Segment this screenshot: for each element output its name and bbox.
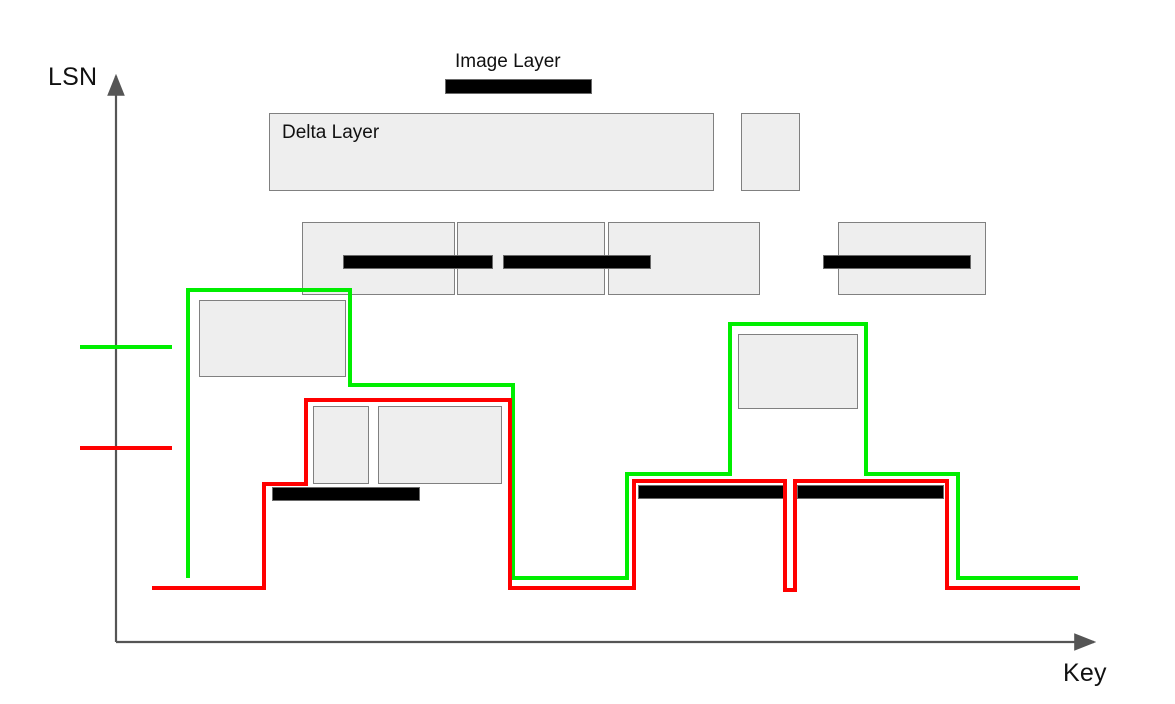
- image-layer-bar-row2-left: [343, 255, 493, 269]
- green-lsn-curve: [186, 288, 1078, 580]
- delta-layer-wide-box: [269, 113, 714, 191]
- green-lsn-tick: [80, 345, 172, 349]
- image-layer-bar-row2-right: [823, 255, 971, 269]
- red-lsn-tick: [80, 446, 172, 450]
- red-lsn-curve: [152, 398, 1080, 592]
- image-layer-caption: Image Layer: [455, 51, 561, 72]
- delta-layer-narrow-box: [741, 113, 800, 191]
- image-layer-bar-row2-mid: [503, 255, 651, 269]
- layer-box-green-right: [738, 334, 858, 409]
- layer-box-red-narrow: [313, 406, 369, 484]
- delta-layer-caption: Delta Layer: [282, 122, 380, 143]
- image-layer-bar-top: [445, 79, 592, 94]
- image-layer-bar-lower-right: [797, 485, 944, 499]
- layer-box-green-left: [199, 300, 346, 377]
- y-axis-label: LSN: [48, 63, 98, 91]
- image-layer-bar-lower-left: [272, 487, 420, 501]
- x-axis-label: Key: [1063, 659, 1107, 687]
- layer-box-red-wide: [378, 406, 502, 484]
